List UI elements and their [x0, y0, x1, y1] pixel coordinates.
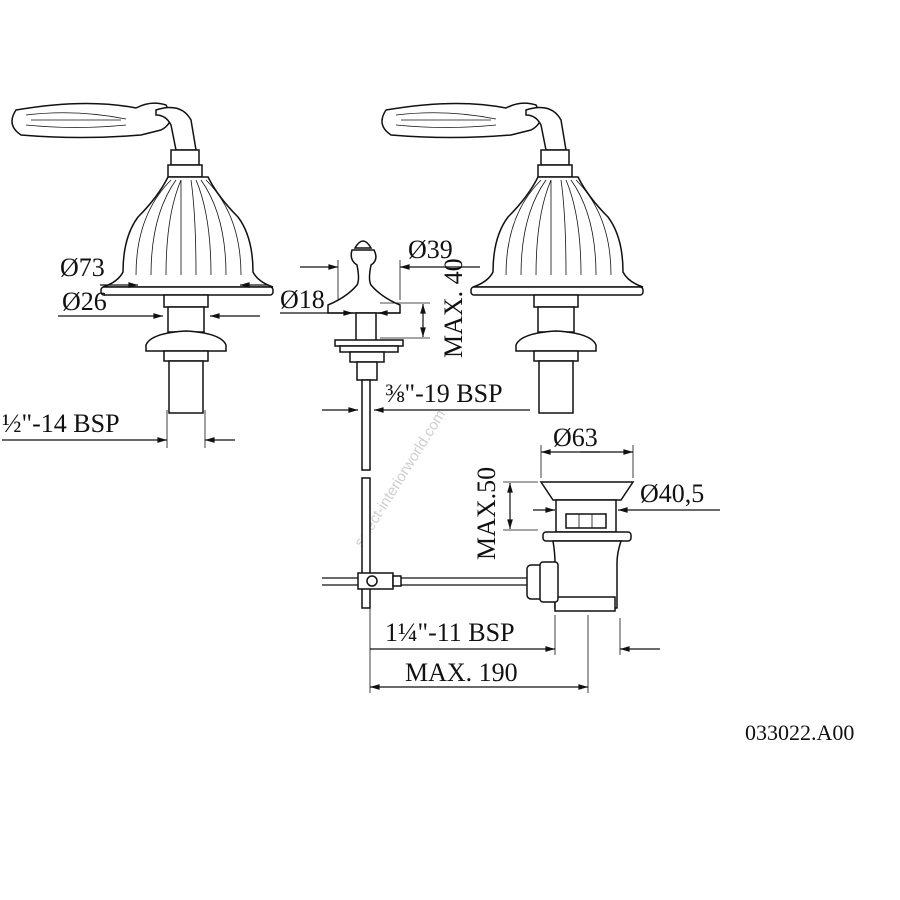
left-faucet-drawing	[11, 102, 274, 414]
dim-valve-max-height: MAX. 40	[439, 258, 468, 358]
dim-drain-flange-diameter: Ø63	[553, 423, 598, 452]
dim-handle-base-diameter: Ø26	[62, 287, 107, 316]
diverter-valve-drawing	[322, 240, 530, 609]
dim-drain-thread: 1¼"-11 BSP	[385, 618, 515, 647]
drain-drawing	[526, 481, 635, 612]
dim-faucet-thread: ½"-14 BSP	[2, 409, 120, 438]
dim-max-length: MAX. 190	[405, 658, 518, 687]
dim-drain-max-height: MAX.50	[472, 467, 501, 560]
dim-valve-stem-diameter: Ø18	[280, 285, 325, 314]
dim-drain-body-diameter: Ø40,5	[640, 479, 704, 508]
dim-valve-top-diameter: Ø39	[408, 235, 453, 264]
dim-valve-thread: ⅜"-19 BSP	[385, 379, 503, 408]
dimension-lines	[2, 260, 720, 693]
dim-handle-diameter: Ø73	[60, 253, 105, 282]
drawing-code: 033022.A00	[745, 720, 854, 745]
